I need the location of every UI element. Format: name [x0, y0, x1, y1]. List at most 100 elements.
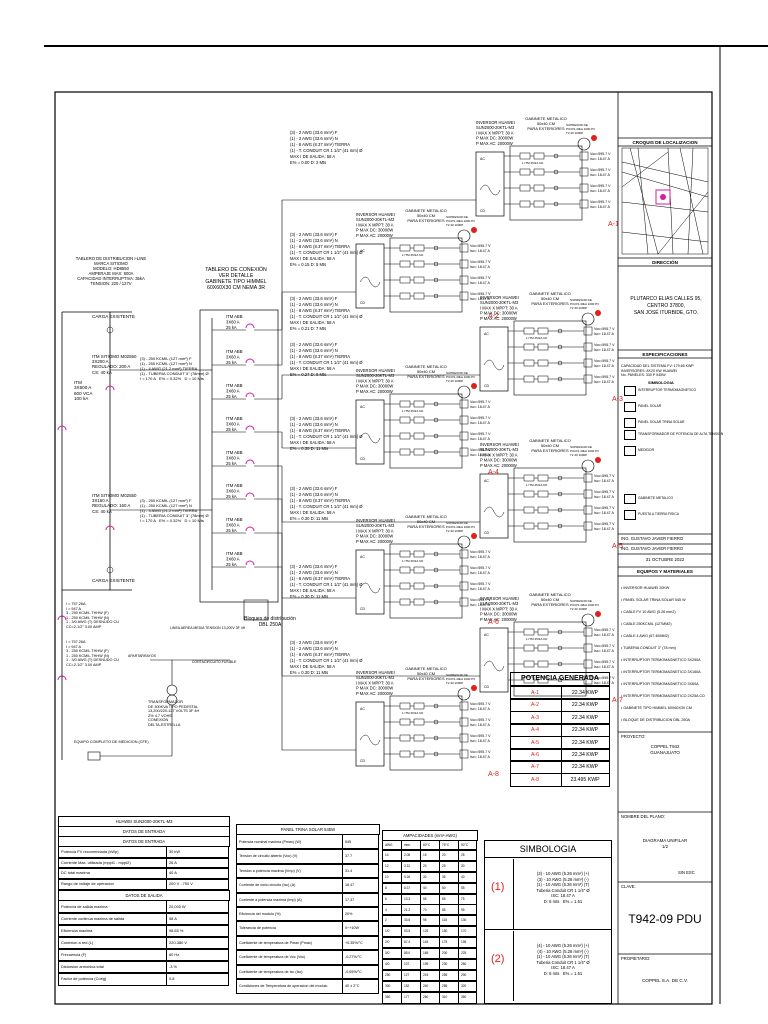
itm-4-label: 25 kA: [226, 461, 237, 466]
ampacidad-row-cell: 30: [458, 859, 477, 873]
inverter-3-ac: AC: [360, 405, 365, 409]
ampacidad-row-cell: 350: [458, 990, 477, 1004]
surge-2-label: T2 40 1000P: [570, 306, 587, 310]
cabinet-3-label: GABINETE METALICO: [405, 364, 447, 369]
itm-2-label: 25 kA: [226, 394, 237, 399]
inverter-6-spec: P MAX AC: 20000W: [480, 617, 517, 622]
inverter-output-cell: 20,000 W: [166, 900, 229, 914]
string-4-1-isc: Isc= 18.47 A: [594, 495, 614, 499]
fuse-5-2-icon: [399, 582, 411, 590]
disconnect-6-0: [557, 629, 563, 635]
string-5-1-isc: Isc= 18.47 A: [470, 571, 490, 575]
engineer-2: ING. GUSTAVO JAVIER FIERRO: [621, 546, 684, 551]
fuse-1-label: 1 ITM 25/2A CD: [402, 253, 424, 257]
fuse-3-1-icon: [399, 416, 411, 424]
potencia-row-value: 22.34 KWP: [561, 711, 608, 724]
branch-3-text: (1) - 2 AWG (33.6 mm²) N: [290, 348, 338, 353]
branch-2-text: MAX I DE SALIDA: 58 A: [290, 320, 335, 325]
load-breaker-top: [106, 326, 114, 334]
fuse-6-2-icon: [523, 660, 535, 668]
inverter-1-cd: CD: [360, 301, 366, 305]
inverter-7-icon: [355, 701, 385, 767]
string-0-3-voc: Voc=595.7 V: [590, 200, 611, 204]
simbologia-number: (1): [491, 881, 505, 893]
fuse-2-1-icon: [523, 343, 535, 351]
surge-2-indicator: [595, 310, 601, 316]
inverter-3-spec: I MAX X MPPT: 30 A: [356, 378, 394, 383]
inverter-4-spec: INVERSOR HUAWEI: [480, 442, 519, 447]
surge-2-label: SUPRESOR DE: [570, 298, 592, 302]
surge-1-label: T2 40 1000P: [446, 223, 463, 227]
pv-panel-3-3-icon: [459, 447, 469, 457]
branch-1-text: E% = 0.15 D: 5 Mts: [290, 262, 326, 267]
string-4-1-voc: Voc=595.7 V: [594, 490, 615, 494]
carga-existente-bottom: CARGA EXISTENTE: [92, 578, 135, 583]
string-2-2-isc: Isc= 18.47 A: [594, 364, 614, 368]
cabinet-3-box: [389, 393, 463, 469]
pv-panel-0-2-icon: [579, 183, 589, 193]
fuse-3-3-icon-b: [413, 448, 425, 456]
pv-panel-3-2-icon: [459, 431, 469, 441]
string-6-0-isc: Isc= 18.47 A: [594, 633, 614, 637]
cabinet-2-label: PARA EXTERIORES: [531, 301, 569, 306]
inverter-output-cell: Factor de potencia (Coeg): [58, 972, 167, 986]
symbol-1-label: PANEL SOLAR: [638, 404, 662, 408]
string-0-1-isc: Isc= 18.47 A: [590, 173, 610, 177]
disconnect-4-1: [557, 491, 563, 497]
disconnect-3-0: [433, 401, 439, 407]
inverter-2-ac: AC: [484, 332, 489, 336]
inverter-4-spec: I MAX X MPPT: 30 A: [480, 452, 518, 457]
itm-1-label: 3X60 A: [226, 355, 240, 360]
pv-panel-1-0-icon: [459, 243, 469, 253]
string-7-2-isc: Isc= 18.47 A: [470, 739, 490, 743]
disconnect-6-1: [557, 645, 563, 651]
sidebar-simbologia-heading: SIMBOLOGIA: [648, 380, 674, 385]
itm-0-breaker-icon: [245, 323, 255, 329]
symbol-2-icon: [624, 418, 636, 428]
engineer-1: ING. GUSTAVO JAVIER FIERRO: [621, 536, 684, 541]
inverter-1-ac: AC: [360, 249, 365, 253]
itm-0-label: 3X60 A: [226, 320, 240, 325]
apartarrayos-note: APARTARRAYOS: [128, 654, 156, 658]
string-3-0-voc: Voc=595.7 V: [470, 400, 491, 404]
string-6-1-isc: Isc= 18.47 A: [594, 649, 614, 653]
potencia-row-value: 22.34 KWP: [561, 749, 608, 761]
inverter-3-cd: CD: [360, 457, 366, 461]
string-1-2-voc: Voc=595.7 V: [470, 276, 491, 280]
surge-3-label: T2 40 1000P: [446, 379, 463, 383]
panel-row-cell: -0.05%/°C: [342, 963, 379, 980]
fuse-2-0-icon: [523, 327, 535, 335]
string-5-0-voc: Voc=595.7 V: [470, 550, 491, 554]
inverter-4-icon: [479, 473, 509, 539]
fuse-4-1-icon-b: [537, 490, 549, 498]
fuse-2-3-icon-b: [537, 375, 549, 383]
fuse-3-label: 1 ITM 25/2A CD: [402, 409, 424, 413]
itm-1-label: 25 kA: [226, 360, 237, 365]
branch-5-text: E% = 0.30 D: 11 Mts: [290, 516, 328, 521]
branch-6-text: (1) - T. CONDUIT CR 1 1/2" (41 mm) Ø: [290, 582, 363, 587]
simbologia-text: (3) - 10 AWG (5.26 mm²) (+) (3) - 10 AWG…: [536, 871, 590, 904]
ampacidad-row-cell: 290: [458, 968, 477, 982]
string-7-3-isc: Isc= 18.47 A: [470, 755, 490, 759]
fuse-2-3-icon: [523, 375, 535, 383]
pv-panel-7-1-icon: [459, 717, 469, 727]
surge-7-label: SUPRESOR DE: [446, 673, 468, 677]
inverter-1-icon: [355, 243, 385, 309]
cabinet-6-box: [513, 621, 587, 697]
fuse-7-1-icon-b: [413, 718, 425, 726]
surge-6-label: SUPRESOR DE: [570, 599, 592, 603]
disconnect-5-0: [433, 551, 439, 557]
potencia-row-id: A-6: [530, 752, 540, 758]
surge-3-indicator: [471, 383, 477, 389]
fuse-1-3-icon-b: [413, 292, 425, 300]
inverter-input-cell: Rango de voltaje de operacion: [58, 877, 167, 890]
inverter-6-spec: SUN2000-20KTL-M3: [480, 601, 519, 606]
surge-0-indicator: [591, 135, 597, 141]
inverter-6-icon: [479, 627, 509, 693]
pv-panel-7-0-icon: [459, 701, 469, 711]
branch-4-text: (3) - 2 AWG (33.6 mm²) F: [290, 416, 338, 421]
